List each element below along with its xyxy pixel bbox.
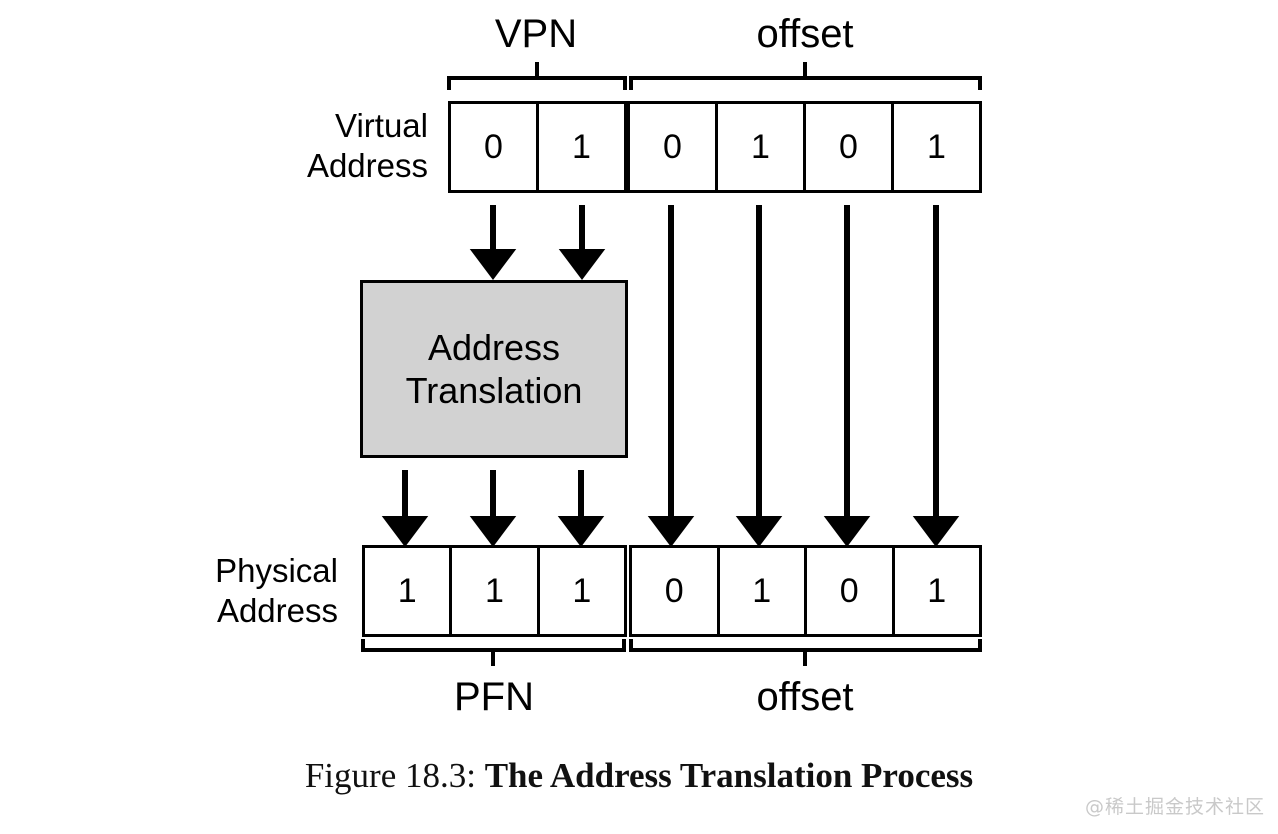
- bit-cell: 0: [807, 548, 895, 634]
- figure-caption: Figure 18.3: The Address Translation Pro…: [139, 756, 1139, 796]
- virtual-address-label-line1: Virtual: [335, 107, 428, 144]
- figure-caption-label: Figure 18.3:: [304, 756, 476, 795]
- bit-cell: 0: [630, 104, 718, 190]
- address-translation-line1: Address: [427, 327, 561, 368]
- bit-cell: 1: [718, 104, 806, 190]
- bit-cell: 1: [894, 548, 979, 634]
- bit-cell: 0: [806, 104, 894, 190]
- segment-title-offset-bottom: offset: [756, 675, 854, 719]
- bit-cell: 1: [539, 104, 624, 190]
- address-translation-box: Address Translation: [360, 280, 628, 458]
- segment-title-pfn: PFN: [454, 675, 534, 719]
- physical-address-pfn-box: 1 1 1: [362, 545, 627, 637]
- bit-cell: 1: [452, 548, 540, 634]
- arrow-translation-to-pfn: [381, 470, 605, 547]
- bit-cell: 1: [365, 548, 453, 634]
- bracket-pfn: [361, 639, 626, 666]
- figure-caption-title: The Address Translation Process: [484, 756, 974, 795]
- bit-cell: 1: [719, 548, 807, 634]
- physical-address-offset-box: 0 1 0 1: [629, 545, 982, 637]
- physical-address-label-line1: Physical: [215, 552, 338, 589]
- bit-cell: 1: [894, 104, 979, 190]
- physical-address-label-line2: Address: [216, 592, 338, 629]
- segment-title-vpn: VPN: [494, 12, 578, 56]
- bit-cell: 0: [451, 104, 539, 190]
- watermark: @稀土掘金技术社区: [1085, 796, 1266, 818]
- segment-title-offset-top: offset: [756, 12, 854, 56]
- bracket-offset-top: [629, 62, 982, 90]
- arrow-vpn-to-translation: [469, 205, 606, 280]
- virtual-address-label-line2: Address: [306, 147, 428, 184]
- virtual-address-vpn-box: 0 1: [448, 101, 627, 193]
- bracket-vpn: [447, 62, 627, 90]
- bracket-offset-bottom: [629, 639, 982, 666]
- bit-cell: 0: [632, 548, 720, 634]
- arrow-offset-passthrough: [647, 205, 960, 547]
- address-translation-line2: Translation: [405, 370, 583, 411]
- virtual-address-label: Virtual Address: [178, 106, 428, 186]
- physical-address-label: Physical Address: [118, 551, 338, 631]
- bit-cell: 1: [539, 548, 624, 634]
- virtual-address-offset-box: 0 1 0 1: [627, 101, 982, 193]
